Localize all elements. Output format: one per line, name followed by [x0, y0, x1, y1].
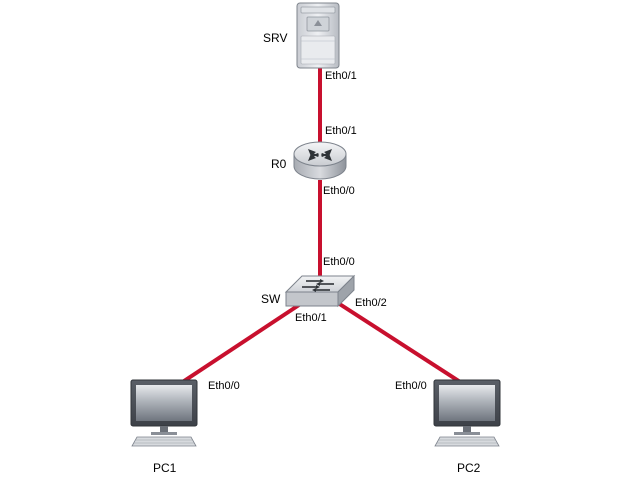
switch-icon[interactable]	[284, 274, 356, 308]
router-icon[interactable]	[293, 141, 347, 180]
device-label-pc1: PC1	[153, 461, 177, 475]
device-label-sw: SW	[261, 292, 281, 306]
server-icon[interactable]	[296, 2, 340, 69]
device-label-srv: SRV	[263, 31, 288, 45]
links	[173, 66, 470, 389]
port-label-r0-eth0-0: Eth0/0	[323, 185, 355, 197]
port-label-sw-eth0-1: Eth0/1	[295, 312, 327, 324]
port-label-srv-eth0-1: Eth0/1	[325, 70, 357, 82]
port-label-r0-eth0-1: Eth0/1	[325, 125, 357, 137]
link-sw-pc2[interactable]	[336, 301, 470, 389]
port-label-pc1-eth0-0: Eth0/0	[208, 380, 240, 392]
port-label-sw-eth0-0: Eth0/0	[323, 256, 355, 268]
device-label-pc2: PC2	[457, 461, 481, 475]
port-label-sw-eth0-2: Eth0/2	[355, 297, 387, 309]
pc-icon[interactable]	[130, 379, 198, 447]
link-sw-pc1[interactable]	[173, 301, 304, 389]
device-label-r0: R0	[271, 157, 287, 171]
port-label-pc2-eth0-0: Eth0/0	[395, 380, 427, 392]
pc-icon[interactable]	[433, 379, 501, 447]
